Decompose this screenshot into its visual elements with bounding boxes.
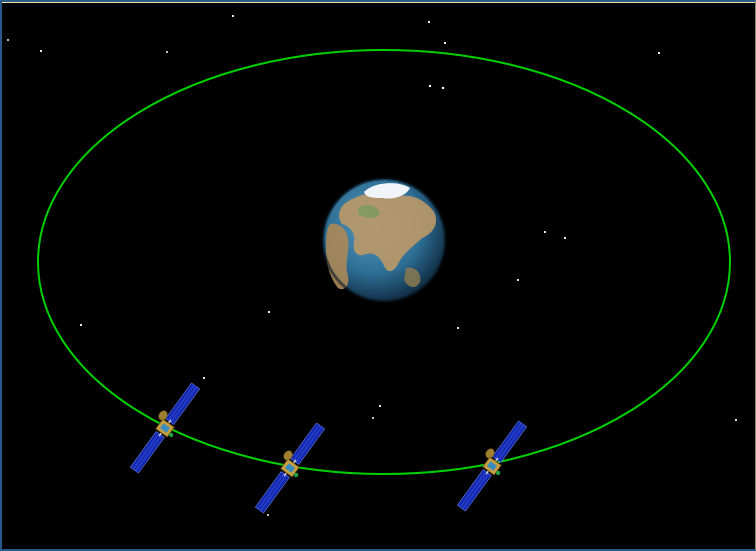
starfield [7,14,738,516]
satellite-2-icon [248,417,331,518]
frame-highlight [2,2,755,3]
satellite-3-icon [450,415,533,516]
orbit-path [37,49,731,475]
satellite-1-icon [123,377,206,478]
earth-icon [321,177,447,303]
